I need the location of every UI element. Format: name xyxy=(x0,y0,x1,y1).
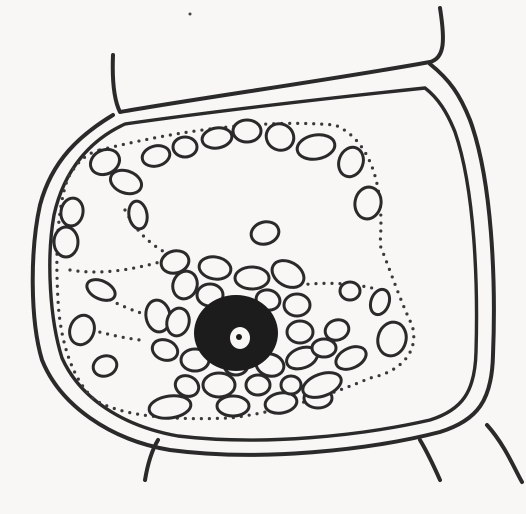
paper-speck xyxy=(189,13,192,16)
outer-cell-wall xyxy=(33,64,494,455)
upper-cell-wall xyxy=(113,8,443,112)
cytoplasmic-strand xyxy=(70,262,160,272)
cytoplasmic-strand xyxy=(92,330,140,340)
nucleolus-center xyxy=(236,334,242,340)
lower-right-wall xyxy=(420,440,440,480)
cytoplasmic-strand xyxy=(300,283,372,288)
right-cell-wall xyxy=(487,425,522,482)
